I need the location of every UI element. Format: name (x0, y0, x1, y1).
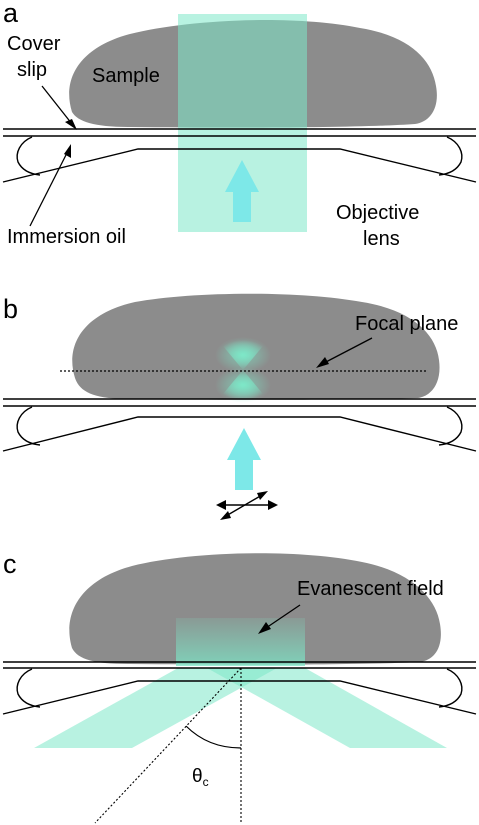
incident-ray-line (94, 667, 242, 824)
critical-angle-arc (185, 725, 242, 749)
excitation-arrow-a (225, 160, 259, 222)
theta-c-label: θc (192, 766, 209, 789)
cover-slip-label-line2: slip (17, 59, 47, 81)
objective-lens-outline-a (2, 148, 477, 183)
panel-b-letter: b (3, 294, 18, 324)
evanescent-field-label: Evanescent field (297, 578, 444, 600)
objective-lens-outline-c (2, 680, 477, 715)
panel-b: b Focal plane (2, 293, 477, 520)
panel-c-letter: c (3, 549, 17, 579)
immersion-oil-pointer (29, 144, 71, 227)
evanescent-field-pointer (258, 604, 301, 634)
panel-c: c θc Evanescent field (2, 549, 477, 824)
oil-meniscus-left-a (16, 136, 41, 176)
focal-plane-label: Focal plane (355, 313, 458, 335)
theta-subscript: c (203, 775, 209, 789)
focal-plane-pointer (316, 337, 373, 368)
immersion-oil-label: Immersion oil (7, 226, 126, 248)
oil-meniscus-left-b (16, 406, 41, 446)
excitation-arrow-b (227, 428, 261, 490)
theta-symbol: θ (192, 766, 203, 787)
oil-meniscus-right-c (438, 668, 463, 708)
evanescent-field (176, 618, 305, 666)
incident-beam (34, 668, 277, 748)
cover-slip-label-line1: Cover (7, 33, 61, 55)
oil-meniscus-left-c (16, 668, 41, 708)
reflected-beam (207, 668, 447, 748)
objective-lens-label-line2: lens (363, 228, 400, 250)
sample-label: Sample (92, 65, 160, 87)
panel-a-letter: a (3, 0, 19, 28)
objective-lens-outline-b (2, 416, 477, 452)
cover-slip-pointer (41, 85, 77, 130)
focal-spot (215, 337, 271, 403)
objective-lens-label-line1: Objective (336, 202, 419, 224)
oil-meniscus-right-b (438, 406, 463, 446)
oil-meniscus-right-a (438, 136, 463, 176)
sample-shape-c (69, 553, 441, 665)
polarization-icon (216, 491, 278, 520)
panel-a: a Cover slip Sample Immersion oil Object… (2, 0, 477, 250)
